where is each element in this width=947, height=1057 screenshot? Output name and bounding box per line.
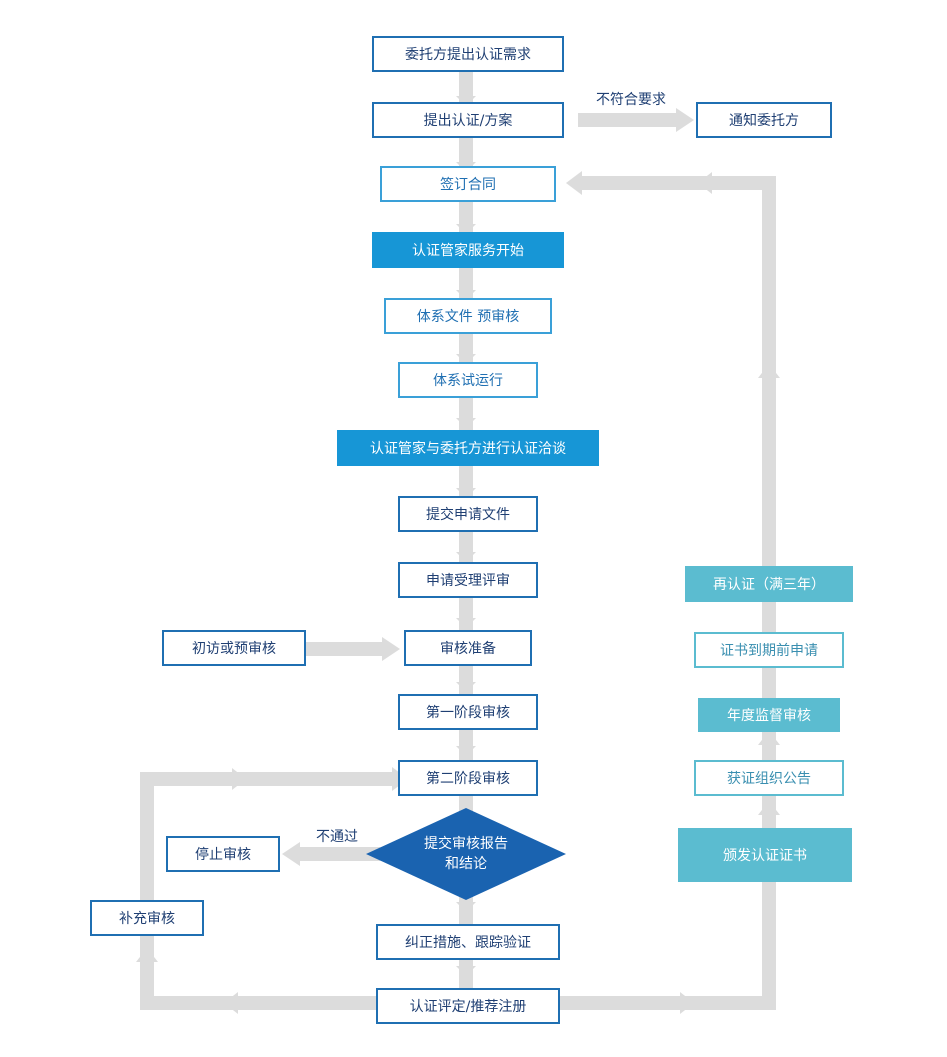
- step-contract: 签订合同: [380, 166, 556, 202]
- step-corrective-action: 纠正措施、跟踪验证: [376, 924, 560, 960]
- failed-label: 不通过: [316, 829, 358, 845]
- step-acceptance-review: 申请受理评审: [398, 562, 538, 598]
- left-loop-top: [140, 772, 396, 786]
- spine-arrow: [456, 746, 476, 756]
- supplementary-audit-box: 补充审核: [90, 900, 204, 936]
- spine-arrow: [456, 96, 476, 106]
- notify-client-box: 通知委托方: [696, 102, 832, 138]
- spine-arrow: [456, 418, 476, 428]
- spine-arrow: [456, 552, 476, 562]
- step-trial-run: 体系试运行: [398, 362, 538, 398]
- nonconforming-arrowhead: [676, 108, 694, 132]
- right-up-arrow: [758, 801, 780, 815]
- step-request: 委托方提出认证需求: [372, 36, 564, 72]
- right-loop-top: [580, 176, 776, 190]
- nonconforming-label: 不符合要求: [596, 92, 666, 108]
- step-service-start: 认证管家服务开始: [372, 232, 564, 268]
- spine-arrow: [456, 224, 476, 234]
- spine-arrow: [456, 682, 476, 692]
- step-negotiation: 认证管家与委托方进行认证洽谈: [337, 430, 599, 466]
- failed-connector: [300, 847, 380, 861]
- spine-arrow: [456, 290, 476, 300]
- annual-surveillance-box: 年度监督审核: [698, 698, 840, 732]
- step-submit-application: 提交申请文件: [398, 496, 538, 532]
- left-loop-right-arrow: [232, 768, 246, 790]
- decision-diamond: [366, 808, 566, 900]
- step-stage1-audit: 第一阶段审核: [398, 694, 538, 730]
- pre-visit-arrowhead: [382, 637, 400, 661]
- publish-org-box: 获证组织公告: [694, 760, 844, 796]
- spine-arrow: [456, 618, 476, 628]
- step-proposal: 提出认证/方案: [372, 102, 564, 138]
- decision-text: 提交审核报告 和结论: [396, 834, 536, 874]
- step-stage2-audit: 第二阶段审核: [398, 760, 538, 796]
- decision-line2: 和结论: [445, 856, 487, 872]
- issue-certificate-box: 颁发认证证书: [678, 828, 852, 882]
- pre-expiry-application-box: 证书到期前申请: [694, 632, 844, 668]
- step-doc-review: 体系文件 预审核: [384, 298, 552, 334]
- decision-line1: 提交审核报告: [424, 836, 508, 852]
- step-audit-prep: 审核准备: [404, 630, 532, 666]
- right-up-arrow: [758, 364, 780, 378]
- right-loop-left-arrow: [698, 172, 712, 194]
- recertification-box: 再认证（满三年）: [685, 566, 853, 602]
- failed-arrowhead: [282, 842, 300, 866]
- spine-arrow: [456, 902, 476, 912]
- right-up-arrow: [758, 731, 780, 745]
- left-loop-vertical: [140, 772, 154, 1010]
- right-loop-arrowhead: [566, 171, 582, 195]
- nonconforming-connector: [578, 113, 678, 127]
- spine-arrow: [456, 966, 476, 976]
- left-loop-up-arrow: [136, 948, 158, 962]
- step-evaluation: 认证评定/推荐注册: [376, 988, 560, 1024]
- spine-arrow: [456, 488, 476, 498]
- bottom-right-arrow: [680, 992, 694, 1014]
- spine-arrow: [456, 354, 476, 364]
- stop-audit-box: 停止审核: [166, 836, 280, 872]
- pre-visit-connector: [306, 642, 384, 656]
- pre-visit-box: 初访或预审核: [162, 630, 306, 666]
- bottom-left-arrow: [224, 992, 238, 1014]
